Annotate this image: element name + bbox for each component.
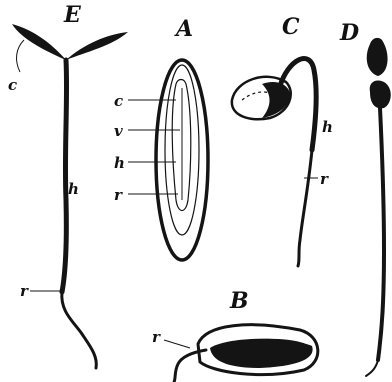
panel-e-hypocotyl (62, 60, 67, 292)
panel-b: B r (152, 288, 318, 382)
panel-e-root (62, 292, 97, 368)
panel-e-right-cotyledon (66, 32, 128, 60)
panel-d: D (339, 20, 391, 376)
panel-e-c-label: c (8, 76, 17, 94)
panel-e-h-label: h (68, 180, 79, 198)
panel-a-r-label: r (114, 186, 123, 204)
panel-e-label: E (63, 2, 82, 28)
panel-b-label: B (229, 288, 249, 314)
panel-d-stem (378, 108, 384, 360)
panel-d-root-tip (366, 360, 378, 376)
panel-e-left-cotyledon (12, 24, 66, 60)
panel-e-c-leader (17, 40, 24, 72)
panel-a-label: A (174, 16, 193, 42)
panel-c-label: C (282, 14, 300, 40)
panel-e-r-label: r (20, 282, 29, 300)
panel-c-h-label: h (322, 118, 333, 136)
panel-d-top-cotyledon (367, 38, 388, 76)
panel-a-c-label: c (114, 92, 123, 110)
panel-d-label: D (339, 20, 359, 46)
panel-b-r-label: r (152, 328, 161, 346)
panel-e: E c h r (8, 2, 128, 368)
panel-c-root (298, 150, 312, 266)
panel-a: A c v h r (114, 16, 208, 260)
panel-d-seed (370, 80, 391, 108)
panel-b-r-leader (164, 340, 190, 348)
panel-c-r-label: r (320, 170, 329, 188)
panel-c: C h r (232, 14, 333, 266)
panel-a-h-label: h (114, 154, 125, 172)
panel-a-v-label: v (114, 122, 123, 140)
